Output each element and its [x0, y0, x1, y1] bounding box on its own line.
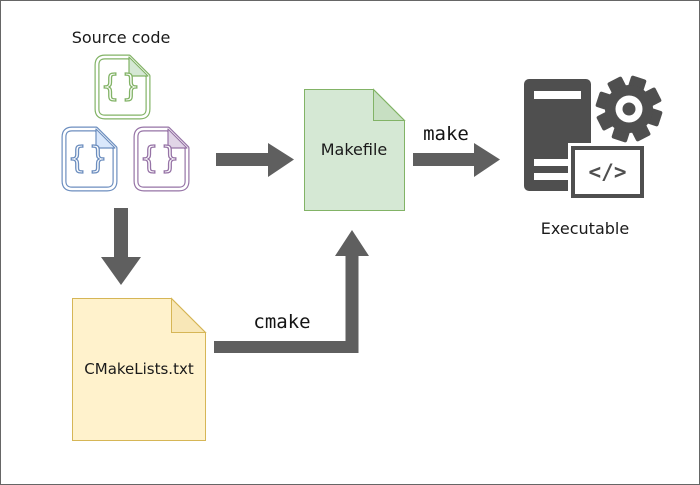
arrow-cmakelists-to-makefile [214, 230, 369, 353]
braces-glyph: {} [101, 69, 143, 104]
executable-label: Executable [540, 219, 630, 238]
code-window-icon: </> [571, 146, 644, 198]
folded-corner [128, 56, 149, 77]
arrow-makefile-to-executable [413, 143, 500, 177]
braces-glyph: {} [68, 141, 110, 176]
make-command-label: make [423, 123, 469, 145]
source-file-icon-blue: {} [61, 126, 118, 192]
folded-corner [167, 128, 188, 149]
source-file-icon-green: {} [94, 54, 151, 120]
cmakelists-document: CMakeLists.txt [72, 297, 207, 441]
folded-corner [373, 88, 406, 121]
makefile-document: Makefile [304, 88, 406, 211]
braces-glyph: {} [140, 141, 182, 176]
source-code-label: Source code [71, 28, 171, 47]
cmakelists-label: CMakeLists.txt [84, 360, 194, 378]
makefile-label: Makefile [321, 140, 388, 159]
gear-icon [595, 75, 663, 143]
arrow-source-to-cmakelists [101, 208, 141, 285]
cmake-command-label: cmake [253, 311, 311, 333]
folded-corner [95, 128, 116, 149]
code-glyph: </> [588, 160, 627, 184]
arrow-source-to-makefile [216, 143, 294, 177]
folded-corner [171, 297, 207, 333]
source-file-icon-purple: {} [133, 126, 190, 192]
